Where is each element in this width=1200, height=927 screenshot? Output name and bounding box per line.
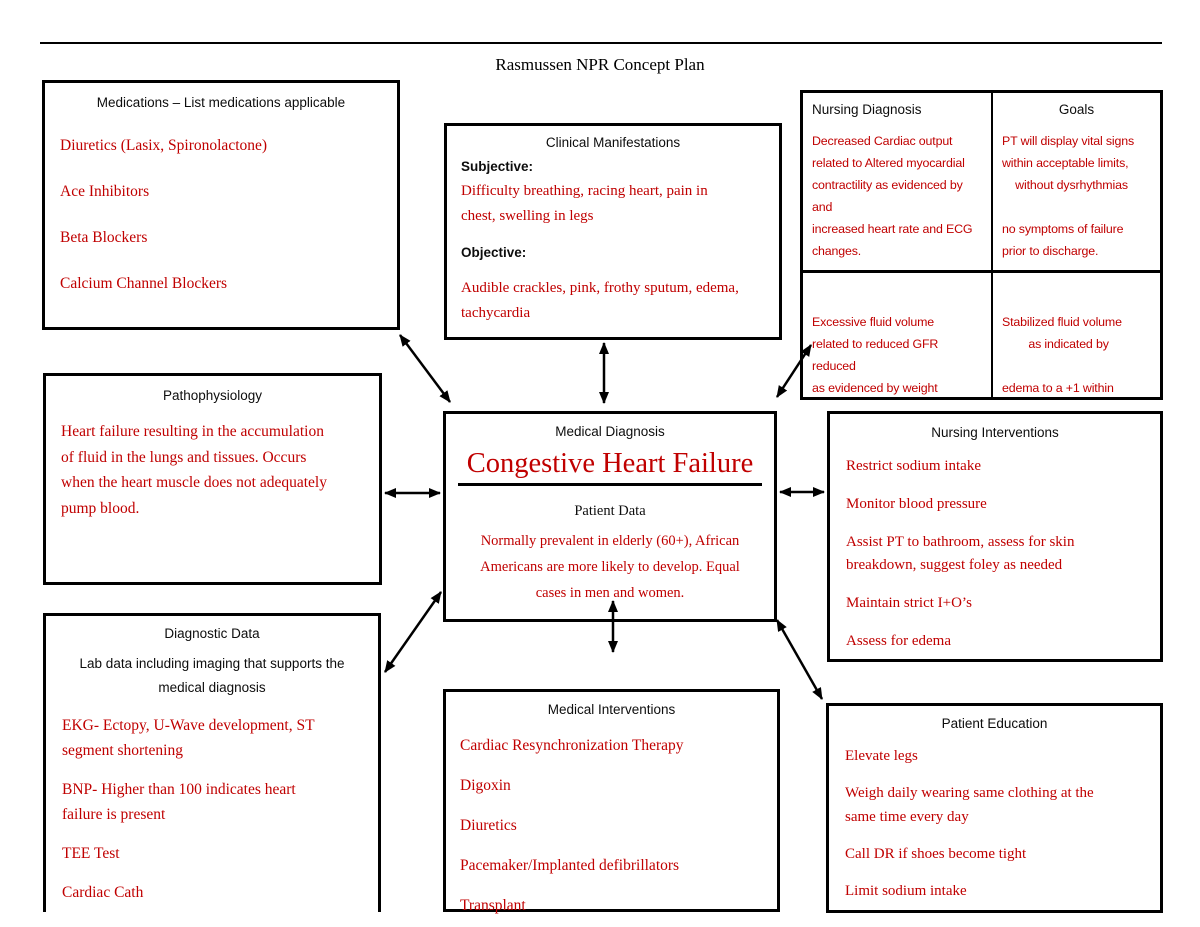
diagnosis-name: Congestive Heart Failure xyxy=(466,448,754,479)
diagnostic-item: TEE Test xyxy=(62,845,120,862)
nursing-interventions-title: Nursing Interventions xyxy=(931,425,1059,440)
medical-intervention-item: Digoxin xyxy=(460,777,511,794)
nursing-diagnosis-header: Nursing Diagnosis xyxy=(812,102,922,117)
clinical-manifestations-box: Clinical Manifestations Subjective: Diff… xyxy=(444,123,782,340)
pathophysiology-box: Pathophysiology Heart failure resulting … xyxy=(43,373,382,585)
clinical-manifestations-title: Clinical Manifestations xyxy=(545,135,681,150)
nursing-intervention-item: Assist PT to bathroom, assess for skin b… xyxy=(846,534,1075,573)
goals-header: Goals xyxy=(1058,102,1095,117)
patient-education-item: Weigh daily wearing same clothing at the… xyxy=(845,785,1094,825)
nursing-intervention-item: Assess for edema xyxy=(846,633,951,649)
goals-cell-1: Goals PT will display vital signs within… xyxy=(991,93,1160,270)
medical-diagnosis-title: Medical Diagnosis xyxy=(555,424,665,439)
nursing-diagnosis-text-1: Decreased Cardiac output related to Alte… xyxy=(812,134,973,258)
medical-intervention-item: Pacemaker/Implanted defibrillators xyxy=(460,857,680,874)
goals-cell-2: Stabilized fluid volume as indicated by … xyxy=(991,270,1160,397)
top-horizontal-rule xyxy=(40,42,1162,44)
patient-education-title: Patient Education xyxy=(941,716,1048,731)
arrow-medical-diagnosis-patient-education xyxy=(775,619,824,700)
nursing-intervention-item: Restrict sodium intake xyxy=(846,458,981,474)
subjective-text: Difficulty breathing, racing heart, pain… xyxy=(461,183,708,224)
patient-education-item: Elevate legs xyxy=(845,748,918,764)
medical-diagnosis-box: Medical Diagnosis Congestive Heart Failu… xyxy=(443,411,777,622)
diagnostic-item: EKG- Ectopy, U-Wave development, ST segm… xyxy=(62,717,315,759)
patient-education-item: Limit sodium intake xyxy=(845,883,967,899)
nursing-intervention-item: Monitor blood pressure xyxy=(846,496,987,512)
medical-intervention-item: Transplant xyxy=(460,897,526,914)
arrow-medications-medical-diagnosis xyxy=(398,334,452,403)
medical-interventions-title: Medical Interventions xyxy=(547,702,676,717)
medication-item: Beta Blockers xyxy=(60,229,148,246)
nursing-interventions-box: Nursing Interventions Restrict sodium in… xyxy=(827,411,1163,662)
diagnosis-underline xyxy=(458,483,762,486)
page-title: Rasmussen NPR Concept Plan xyxy=(495,55,705,74)
pathophysiology-text: Heart failure resulting in the accumulat… xyxy=(61,423,327,517)
medication-item: Ace Inhibitors xyxy=(60,183,150,200)
subjective-label: Subjective: xyxy=(461,159,534,174)
patient-data-text: Normally prevalent in elderly (60+), Afr… xyxy=(480,533,740,601)
medical-intervention-item: Diuretics xyxy=(460,817,517,834)
goals-text-2: Stabilized fluid volume as indicated by … xyxy=(1002,315,1122,395)
patient-education-item: Call DR if shoes become tight xyxy=(845,846,1027,862)
medications-list: Diuretics (Lasix, Spironolactone) Ace Inh… xyxy=(60,136,382,293)
diagnostic-data-subtitle: Lab data including imaging that supports… xyxy=(79,656,345,695)
diagnostic-item: BNP- Higher than 100 indicates heart fai… xyxy=(62,781,296,823)
goals-text-1: PT will display vital signs within accep… xyxy=(1002,134,1135,258)
nursing-diagnosis-text-2: Excessive fluid volume related to reduce… xyxy=(812,315,939,395)
diagnostic-data-box: Diagnostic Data Lab data including imagi… xyxy=(43,613,381,912)
pathophysiology-title: Pathophysiology xyxy=(162,388,263,403)
diagnostic-item: Cardiac Cath xyxy=(62,884,144,901)
medical-interventions-box: Medical Interventions Cardiac Resynchron… xyxy=(443,689,780,914)
nursing-diagnosis-goals-table: Nursing Diagnosis Decreased Cardiac outp… xyxy=(800,90,1163,400)
objective-label: Objective: xyxy=(461,245,527,260)
arrow-medical-diagnosis-diagnostic-data xyxy=(383,591,443,673)
diagnostic-data-list: EKG- Ectopy, U-Wave development, ST segm… xyxy=(62,713,362,905)
diagnostic-data-title: Diagnostic Data xyxy=(164,626,260,641)
nursing-diagnosis-cell-1: Nursing Diagnosis Decreased Cardiac outp… xyxy=(803,93,991,270)
medications-box: Medications – List medications applicabl… xyxy=(42,80,400,330)
objective-text: Audible crackles, pink, frothy sputum, e… xyxy=(461,280,739,321)
nursing-diagnosis-cell-2: Excessive fluid volume related to reduce… xyxy=(803,270,991,397)
medication-item: Diuretics (Lasix, Spironolactone) xyxy=(60,137,268,154)
medication-item: Calcium Channel Blockers xyxy=(60,275,228,292)
medications-title: Medications – List medications applicabl… xyxy=(96,95,346,110)
nursing-intervention-item: Maintain strict I+O’s xyxy=(846,595,972,611)
patient-data-label: Patient Data xyxy=(574,503,646,519)
medical-intervention-item: Cardiac Resynchronization Therapy xyxy=(460,737,684,754)
